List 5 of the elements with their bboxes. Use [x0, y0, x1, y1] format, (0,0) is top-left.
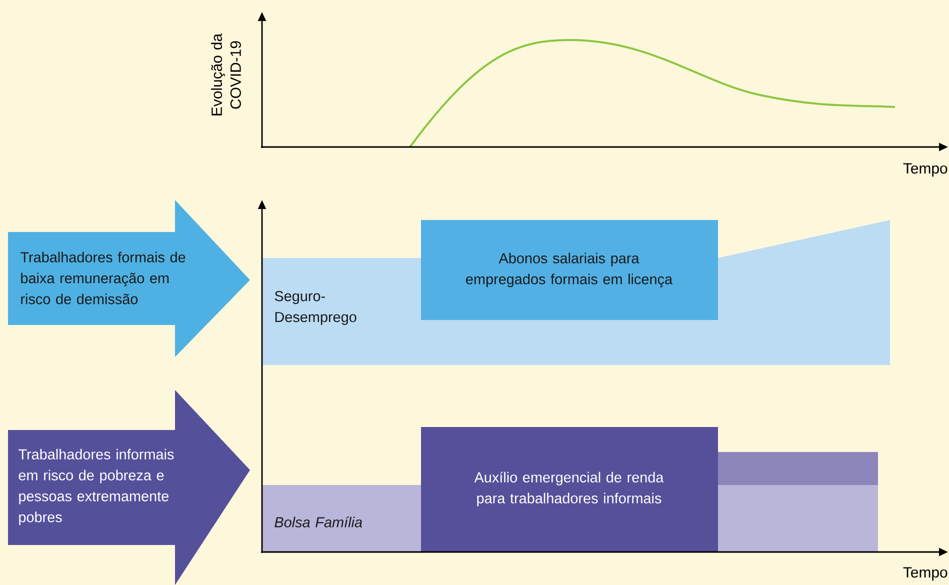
axis-title: Evolução da COVID-19: [211, 33, 241, 116]
program-box: Auxílio emergencial de renda para trabalhadores informais: [421, 427, 718, 552]
axis-title: Tempo: [903, 163, 948, 177]
axis-title: Tempo: [903, 567, 948, 581]
bar: [718, 452, 878, 485]
